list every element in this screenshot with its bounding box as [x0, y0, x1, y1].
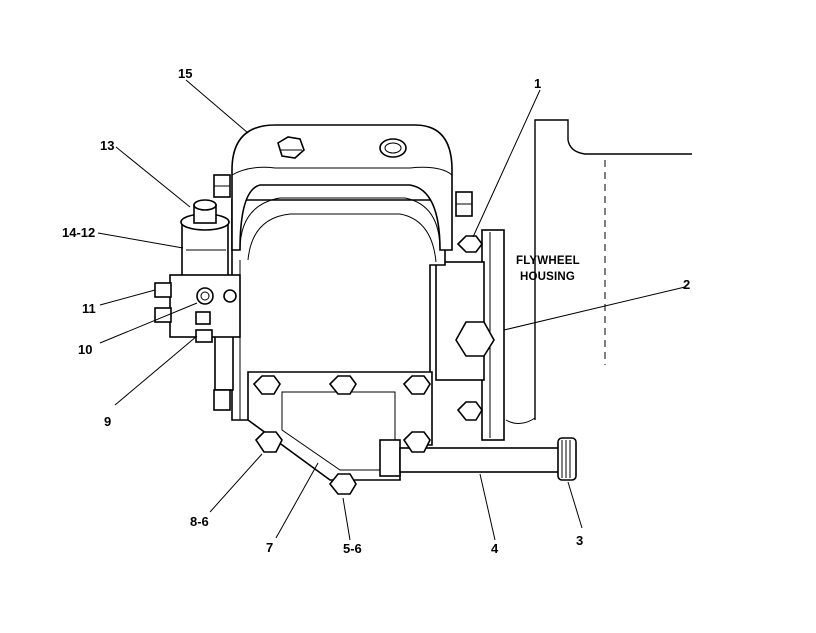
housing-label-line2: HOUSING	[520, 271, 575, 283]
callout-14-12: 14-12	[62, 225, 95, 240]
callout-8-6: 8-6	[190, 514, 209, 529]
flywheel-housing-label: FLYWHEEL HOUSING	[516, 255, 580, 283]
leader-lines	[97, 79, 686, 541]
hex-bolts	[213, 235, 495, 495]
housing-label-line1: FLYWHEEL	[516, 255, 580, 267]
callout-10: 10	[78, 342, 92, 357]
callout-13: 13	[100, 138, 114, 153]
callout-4: 4	[491, 541, 499, 556]
callout-labels: 1 2 3 4 5-6 7 8-6 9 10 11 13 14-12 15	[62, 66, 690, 556]
callout-7: 7	[266, 540, 273, 555]
cover-bolts	[213, 174, 473, 217]
relief-valve	[180, 199, 230, 278]
callout-11: 11	[82, 301, 96, 316]
callout-1: 1	[534, 76, 541, 91]
flywheel-housing	[505, 119, 692, 424]
tube	[399, 437, 577, 481]
fitting-block	[154, 274, 241, 343]
callout-5-6: 5-6	[343, 541, 362, 556]
callout-3: 3	[576, 533, 583, 548]
top-cover	[231, 124, 453, 263]
callout-2: 2	[683, 277, 690, 292]
callout-15: 15	[178, 66, 192, 81]
callout-9: 9	[104, 414, 111, 429]
mounting-flange	[435, 229, 505, 441]
